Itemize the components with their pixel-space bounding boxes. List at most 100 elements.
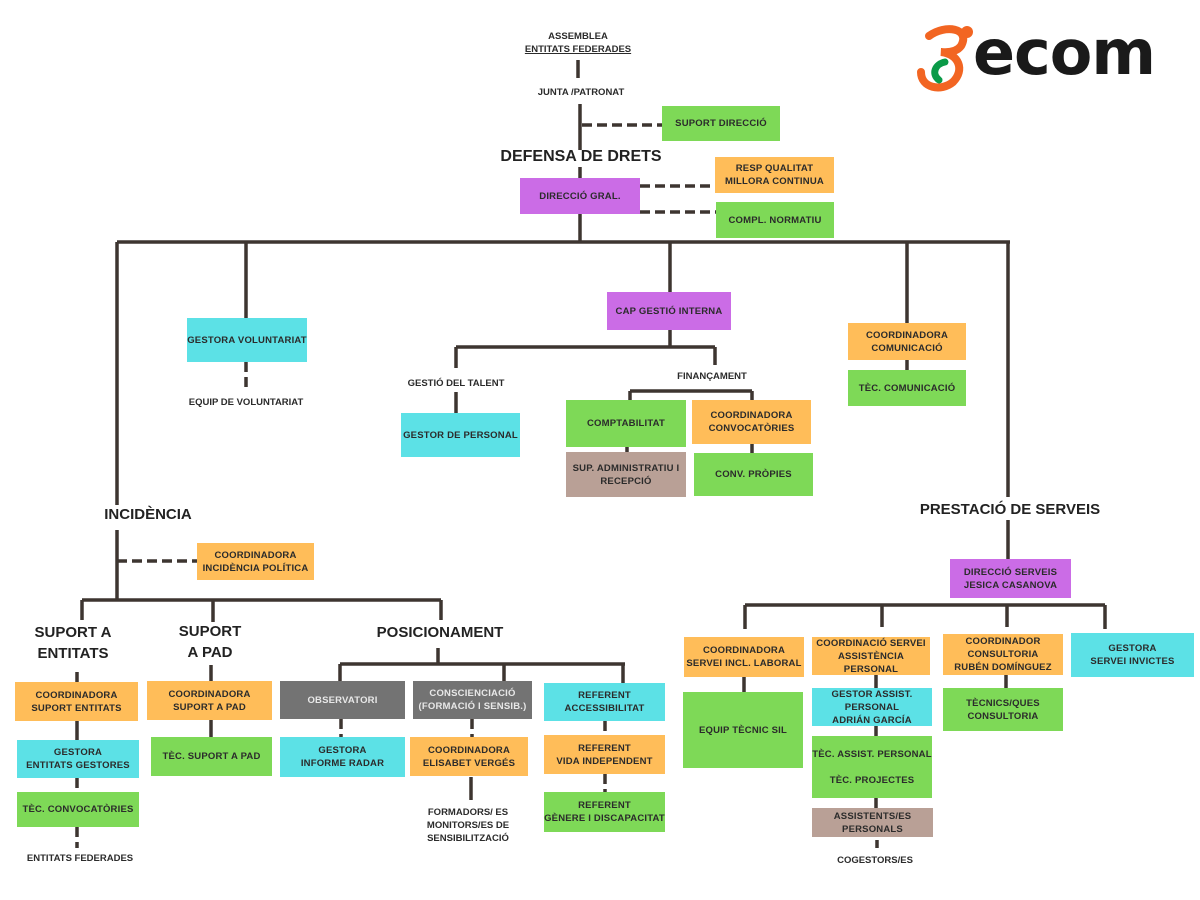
cogestors-label: COGESTORS/ES [837,855,913,866]
assistents-personals-text: PERSONALS [842,823,903,835]
coord-incl-laboral-text: SERVEI INCL. LABORAL [686,658,802,669]
coord-incidencia-text: INCIDÈNCIA POLÍTICA [202,562,309,574]
coord-incl-laboral-box: COORDINADORA SERVEI INCL. LABORAL [684,637,804,677]
ref-accessibilitat-box: REFERENT ACCESSIBILITAT [544,683,665,721]
gestora-invictes-box: GESTORA SERVEI INVICTES [1071,633,1194,677]
gestora-entitats-gestores-text: GESTORA [53,747,103,758]
gestora-entitats-gestores-text: ENTITATS GESTORES [26,760,130,771]
ref-accessibilitat-text: ACCESSIBILITAT [564,703,645,714]
ref-genere-text: REFERENT [578,800,631,811]
sup-administratiu-text: SUP. ADMINISTRATIU I [572,462,680,474]
logo-swirl-icon [917,25,973,92]
ref-vida-independent-text: REFERENT [578,742,631,754]
tec-convocatories-box: TÈC. CONVOCATÒRIES [17,792,139,827]
equip-voluntariat-label: EQUIP DE VOLUNTARIAT [188,397,304,408]
coord-suport-entitats-text: COORDINADORA [35,689,118,701]
ref-genere-box: REFERENT GÈNERE I DISCAPACITAT [544,792,665,832]
formadors-label-2: MONITORS/ES DE [426,820,510,831]
coord-convocatories-box: COORDINADORA CONVOCATÒRIES [692,400,811,444]
comptabilitat-text: COMPTABILITAT [586,418,666,429]
cap-gestio-interna-text: CAP GESTIÓ INTERNA [615,305,723,317]
direccio-gral-text: DIRECCIÓ GRAL. [539,190,621,202]
ref-accessibilitat-text: REFERENT [578,690,631,701]
entitats-federades-top-label: ENTITATS FEDERADES [524,44,632,55]
coord-suport-entitats-text: SUPORT ENTITATS [31,702,122,714]
conv-propies-text: CONV. PRÒPIES [715,469,792,480]
sup-administratiu-text: RECEPCIÓ [600,475,652,487]
tec-comunicacio-box: TÈC. COMUNICACIÓ [848,370,966,406]
coord-suport-pad-text: SUPORT A PAD [173,701,246,713]
cap-gestio-interna-box: CAP GESTIÓ INTERNA [607,292,731,330]
coord-convocatories-text: CONVOCATÒRIES [708,423,795,434]
tec-assist-text: TÈC. PROJECTES [829,774,915,786]
tec-assist-text [871,761,874,774]
conv-propies-box: CONV. PRÒPIES [694,453,813,496]
formadors-label-1: FORMADORS/ ES [427,807,509,818]
gestor-assist-text: GESTOR ASSIST. [831,688,913,700]
tecnics-consultoria-text: CONSULTORIA [967,710,1039,722]
tec-comunicacio-text: TÈC. COMUNICACIÓ [858,382,956,394]
tec-suport-pad-box: TÈC. SUPORT A PAD [151,737,272,776]
coord-comunicacio-text: COMUNICACIÓ [871,342,943,354]
gestora-invictes-text: GESTORA [1108,643,1157,654]
entitats-federades-bottom-label: ENTITATS FEDERADES [26,853,134,864]
tec-suport-pad-text: TÈC. SUPORT A PAD [162,751,261,762]
direccio-serveis-text: JESICA CASANOVA [963,579,1058,591]
coord-incl-laboral-text: COORDINADORA [702,645,786,656]
suport-entitats-heading-2: ENTITATS [37,645,109,662]
suport-entitats-heading-1: SUPORT A [34,624,112,641]
suport-pad-heading-1: SUPORT [178,623,242,640]
assistents-personals-text: ASSISTENTS/ES [833,810,912,822]
formadors-label-3: SENSIBILITZACIÓ [427,833,509,844]
gestio-talent-label: GESTIÓ DEL TALENT [407,378,505,389]
gestor-assist-text: ADRIÁN GARCÍA [832,714,912,726]
ecom-logo: ecom [915,16,1156,94]
tecnics-consultoria-text: TÈCNICS/QUES [966,697,1040,709]
conscienciacio-box: CONSCIENCIACIÓ(FORMACIÓ I SENSIB.) [413,681,532,719]
defensa-de-drets-heading: DEFENSA DE DRETS [500,148,662,165]
coord-elisabet-text: COORDINADORA [427,744,511,756]
equip-tecnic-sil-box: EQUIP TÈCNIC SIL [683,692,803,768]
dashed-connectors [75,123,716,848]
gestora-entitats-gestores-box: GESTORA ENTITATS GESTORES [17,740,139,778]
direccio-serveis-text: DIRECCIÓ SERVEIS [963,566,1058,578]
tec-assist-text: TÈC. ASSIST. PERSONAL [812,748,932,760]
incidencia-heading: INCIDÈNCIA [104,506,192,523]
comptabilitat-box: COMPTABILITAT [566,400,686,447]
junta-label: JUNTA /PATRONAT [537,87,625,98]
coord-consultoria-text: COORDINADOR [965,636,1041,647]
tec-assist-box: TÈC. ASSIST. PERSONAL TÈC. PROJECTES [812,736,932,798]
equip-tecnic-sil-text: EQUIP TÈCNIC SIL [698,724,787,736]
gestora-voluntariat-text: GESTORA VOLUNTARIAT [187,334,307,346]
coord-elisabet-text: ELISABET VERGÉS [422,757,516,769]
gestora-informe-radar-text: GESTORA [318,745,367,756]
suport-direccio-box: SUPORT DIRECCIÓ [662,106,780,141]
gestora-voluntariat-box: GESTORA VOLUNTARIAT [187,318,307,362]
prestacio-serveis-heading: PRESTACIÓ DE SERVEIS [919,501,1101,518]
resp-qualitat-text: RESP QUALITAT [735,163,814,174]
gestor-assist-text: PERSONAL [844,701,900,713]
gestora-invictes-text: SERVEI INVICTES [1090,656,1175,667]
solid-connectors [75,60,1107,848]
coord-comunicacio-text: COORDINADORA [865,329,949,341]
financament-label: FINANÇAMENT [677,371,747,382]
coord-consultoria-text: RUBÉN DOMÍNGUEZ [954,662,1052,673]
ref-genere-text: GÈNERE I DISCAPACITAT [544,813,665,824]
assemblea-label: ASSEMBLEA [548,31,608,42]
coord-convocatories-text: COORDINADORA [710,410,793,421]
direccio-gral-box: DIRECCIÓ GRAL. [520,178,640,214]
coord-suport-pad-text: COORDINADORA [168,688,251,700]
coord-incidencia-text: COORDINADORA [214,549,297,561]
